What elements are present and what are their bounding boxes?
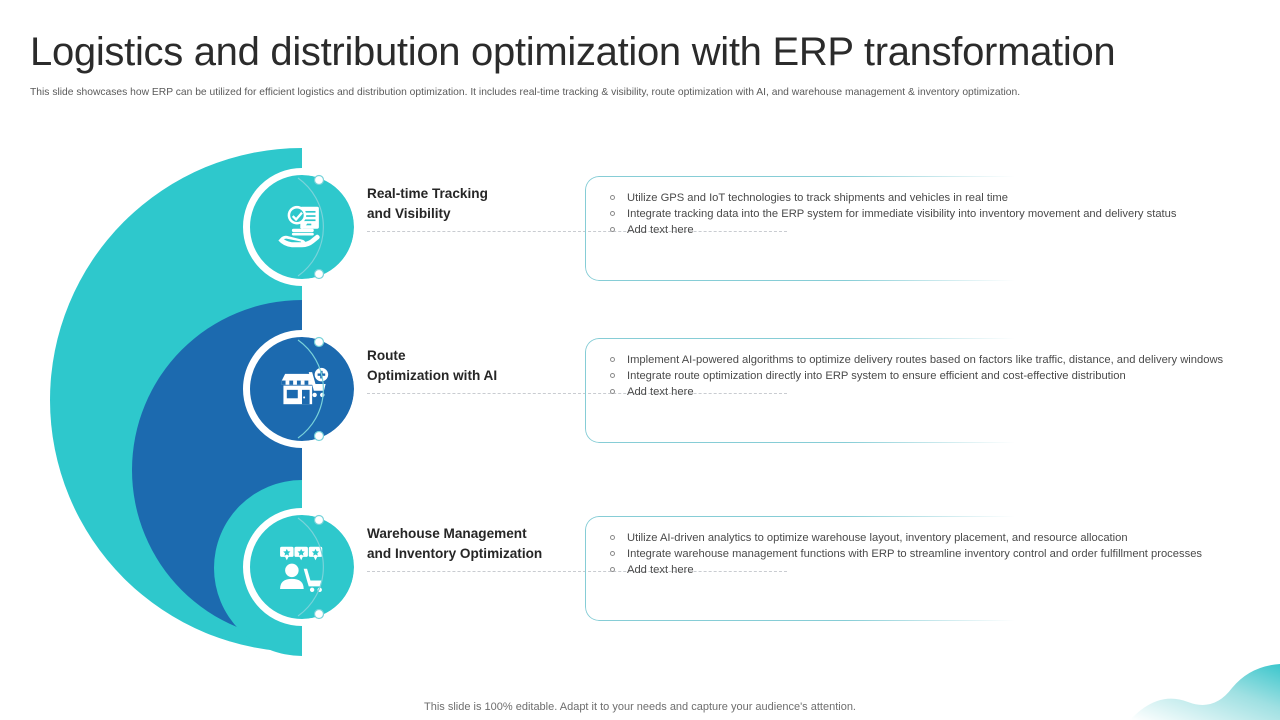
list-item: Utilize AI-driven analytics to optimize … [605,530,1230,546]
step-heading: Route Optimization with AI [367,346,617,386]
step-heading: Warehouse Management and Inventory Optim… [367,524,617,564]
step-heading-line-2: and Inventory Optimization [367,546,543,561]
disc-ring [243,330,361,448]
step-heading-line-2: and Visibility [367,206,451,221]
step-icon-disc[interactable] [243,168,361,286]
corner-wave-decoration [1130,664,1280,720]
step-heading-line-1: Real-time Tracking [367,186,488,201]
hand-holding-checklist-icon [243,168,361,286]
step-icon-disc[interactable] [243,508,361,626]
footer-note: This slide is 100% editable. Adapt it to… [424,701,856,713]
list-item: Add text here [605,562,1230,578]
list-item: Implement AI-powered algorithms to optim… [605,352,1230,368]
step-heading-line-1: Route [367,348,406,363]
bullet-card [585,176,1225,281]
bullet-list-container: Utilize GPS and IoT technologies to trac… [605,190,1230,238]
heading-underline [367,571,787,572]
step-heading: Real-time Tracking and Visibility [367,184,597,224]
step-heading-line-1: Warehouse Management [367,526,527,541]
bullet-card [585,338,1225,443]
bullet-list-container: Implement AI-powered algorithms to optim… [605,352,1230,400]
list-item: Utilize GPS and IoT technologies to trac… [605,190,1230,206]
list-item: Add text here [605,222,1230,238]
page-subtitle: This slide showcases how ERP can be util… [30,87,1021,98]
step-heading-line-2: Optimization with AI [367,368,498,383]
list-item: Integrate warehouse management functions… [605,546,1230,562]
disc-ring [243,508,361,626]
heading-underline [367,231,787,232]
page-title: Logistics and distribution optimization … [30,30,1116,74]
list-item: Add text here [605,384,1230,400]
list-item: Integrate route optimization directly in… [605,368,1230,384]
list-item: Integrate tracking data into the ERP sys… [605,206,1230,222]
storefront-cart-plus-icon [243,330,361,448]
step-icon-disc[interactable] [243,330,361,448]
bullet-list-container: Utilize AI-driven analytics to optimize … [605,530,1230,578]
disc-ring [243,168,361,286]
bullet-card [585,516,1225,621]
customer-cart-reviews-icon [243,508,361,626]
heading-underline [367,393,787,394]
